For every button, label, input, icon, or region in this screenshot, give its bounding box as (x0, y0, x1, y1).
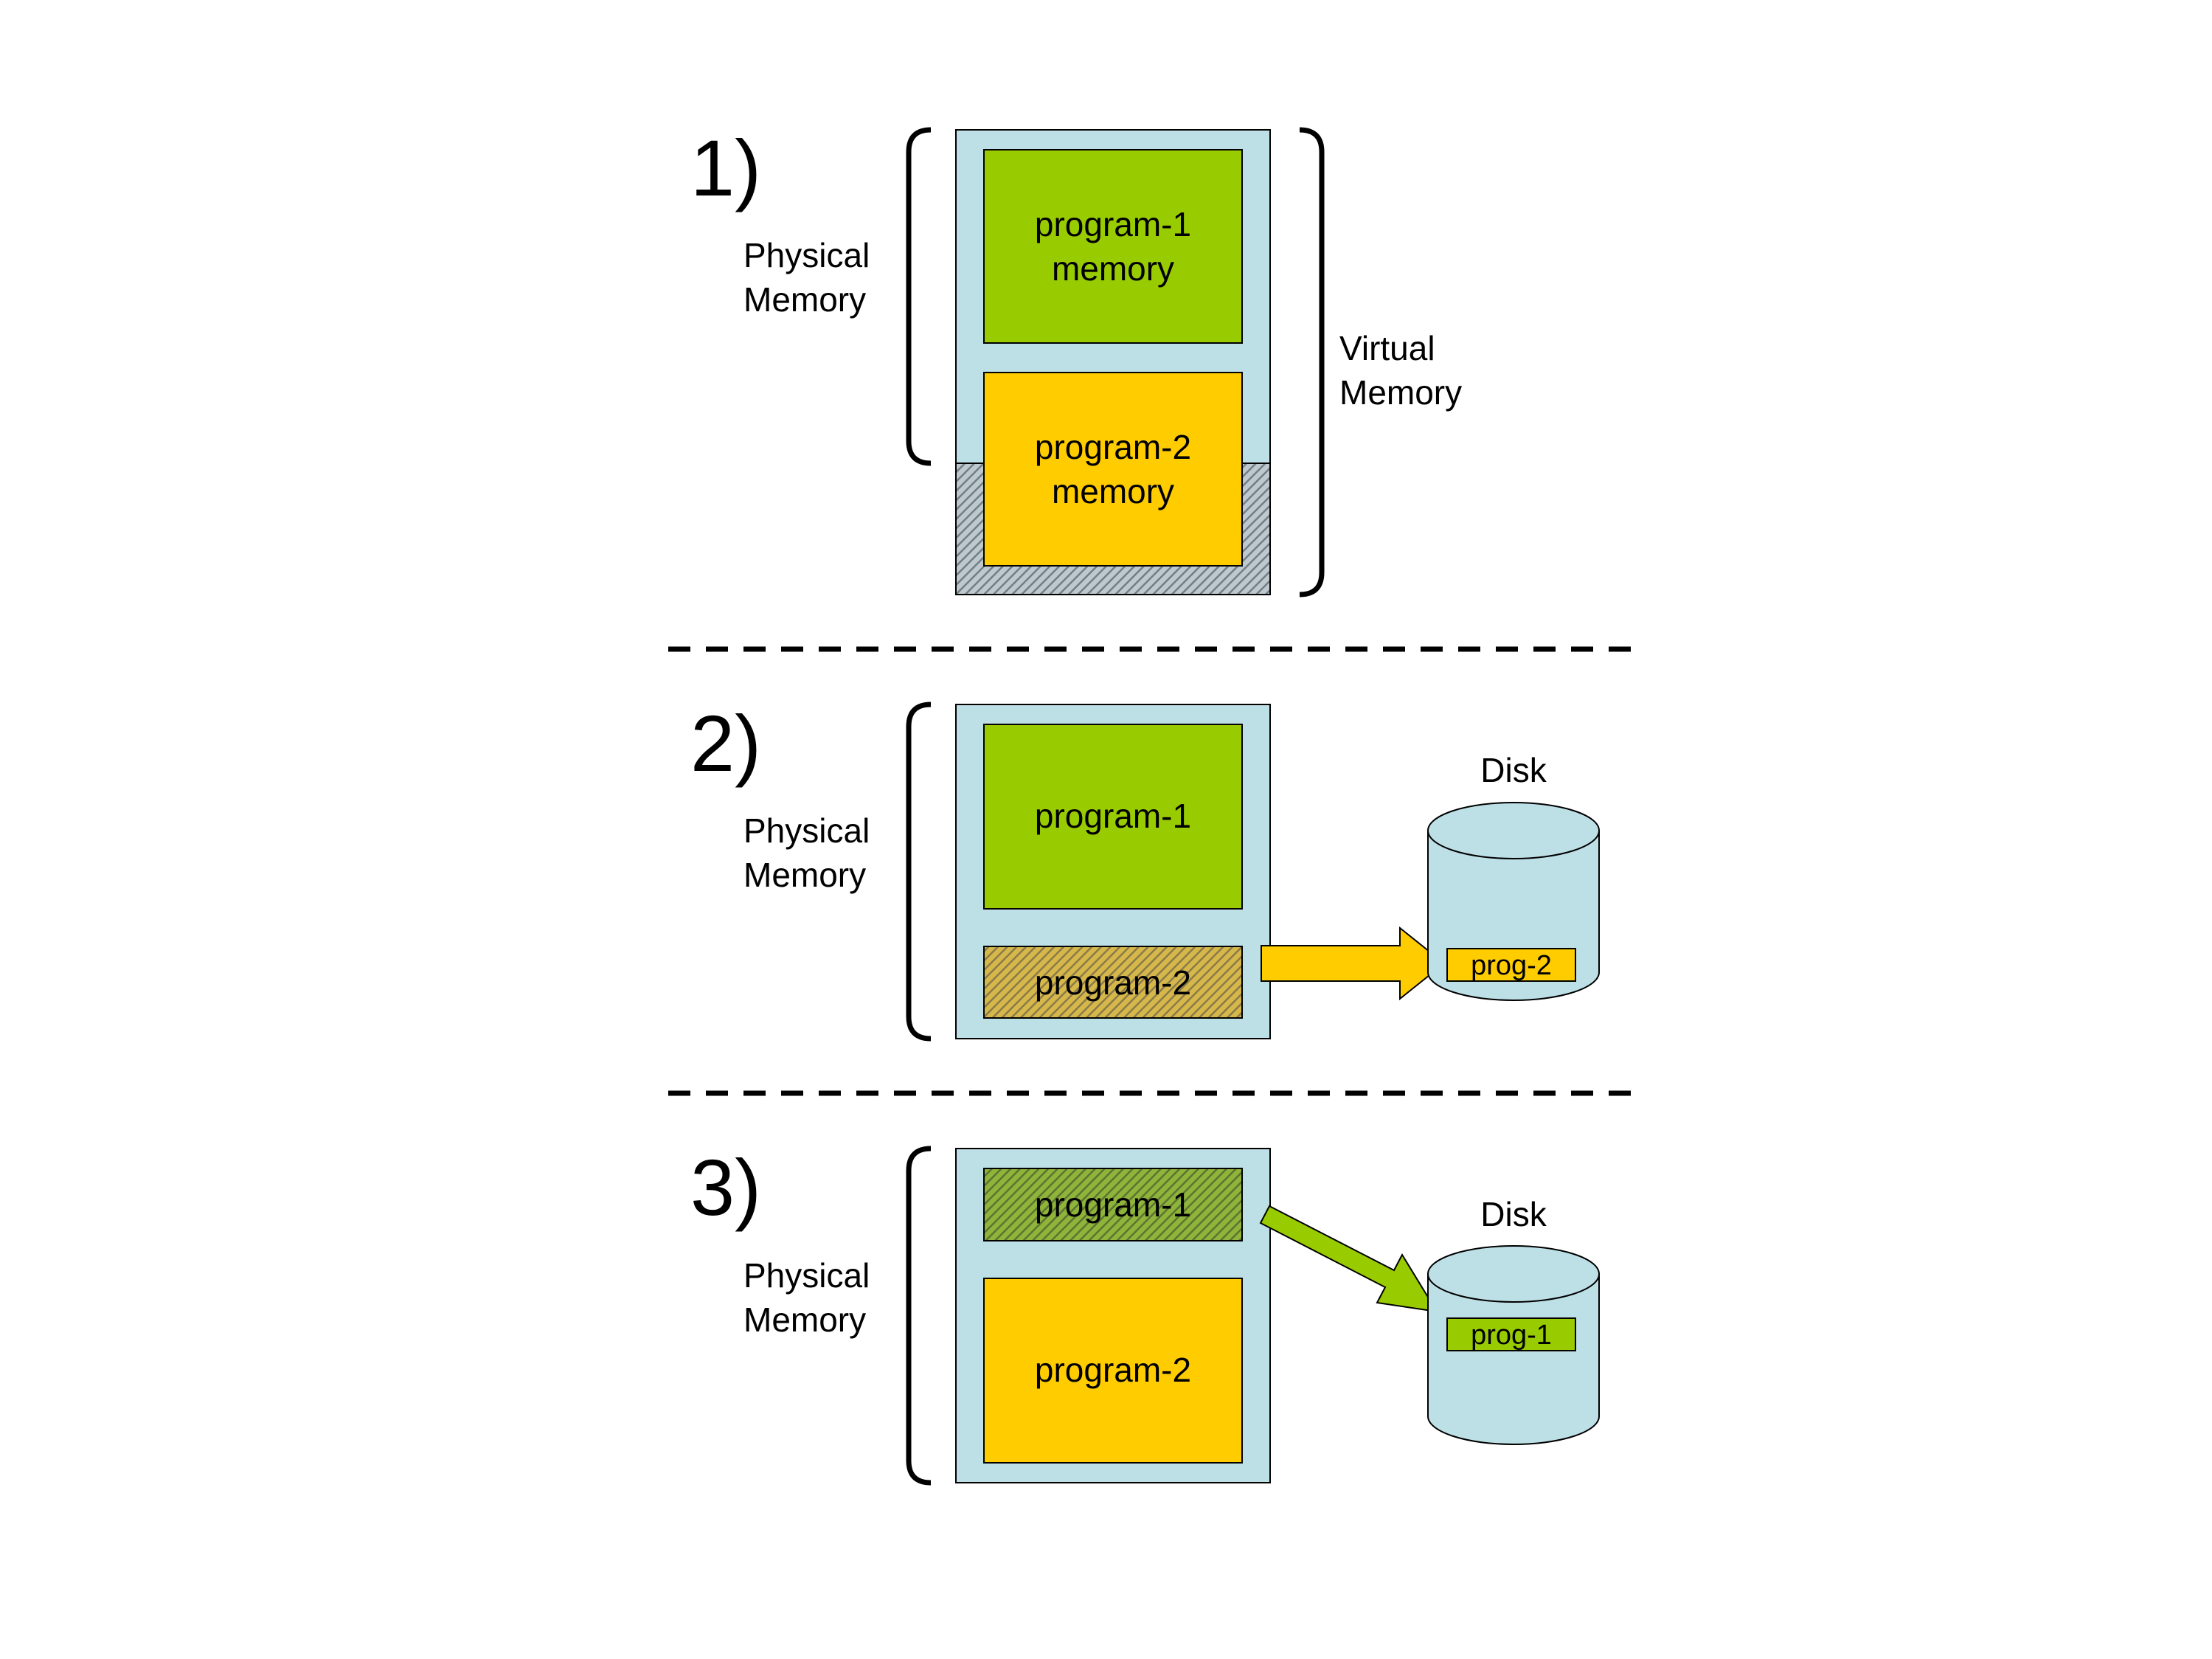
physical-memory-bracket-1 (906, 127, 932, 466)
program-1-label-3: program-1 (1035, 1185, 1191, 1224)
physical-memory-label-2-line-2: Memory (743, 856, 866, 894)
step-label-3: 3) (690, 1143, 761, 1232)
program-2-label-1-line-2: memory (1052, 472, 1174, 510)
program-2-label-2: program-2 (1035, 963, 1191, 1002)
physical-memory-label-3-line-2: Memory (743, 1300, 866, 1339)
virtual-memory-bracket (1299, 127, 1325, 598)
physical-memory-bracket-2 (906, 702, 932, 1042)
disk-label-3: Disk (1480, 1195, 1547, 1233)
disk-cylinder-icon-3 (1427, 1245, 1600, 1445)
physical-memory-label-1-line-2: Memory (743, 280, 866, 319)
physical-memory-label-2-line-1: Physical (743, 811, 870, 850)
program-1-memory-block-1 (983, 149, 1243, 344)
disk-label-2: Disk (1480, 751, 1547, 789)
step-label-1: 1) (690, 123, 761, 212)
program-1-label-1-line-2: memory (1052, 249, 1174, 288)
disk-slot-prog-2 (1446, 948, 1576, 982)
physical-memory-label-1-line-1: Physical (743, 236, 870, 274)
panel-3: 3) Physical Memory program-1 program-2 D… (690, 1143, 1600, 1486)
step-label-2: 2) (690, 699, 761, 788)
program-2-swapped-block (983, 946, 1243, 1019)
program-1-label-2: program-1 (1035, 797, 1191, 835)
down-right-arrow-icon (1259, 1205, 1438, 1313)
virtual-memory-label-line-1: Virtual (1339, 329, 1435, 367)
program-2-label-3: program-2 (1035, 1351, 1191, 1389)
program-1-swapped-block (983, 1168, 1243, 1241)
disk-slot-prog-1 (1446, 1317, 1576, 1351)
program-1-label-1-line-1: program-1 (1035, 205, 1191, 243)
physical-memory-label-3-line-1: Physical (743, 1256, 870, 1295)
disk-slot-label-3: prog-1 (1471, 1320, 1552, 1351)
panel-2: 2) Physical Memory program-1 program-2 D… (690, 699, 1600, 1042)
physical-memory-bracket-3 (906, 1146, 932, 1486)
disk-slot-label-2: prog-2 (1471, 950, 1552, 981)
program-1-memory-block-2 (983, 724, 1243, 910)
panel-1: 1) Physical Memory program-1 memory prog… (690, 123, 1462, 598)
right-arrow-icon (1261, 926, 1446, 1001)
program-2-memory-block-1 (983, 372, 1243, 567)
program-2-label-1-line-1: program-2 (1035, 428, 1191, 466)
virtual-memory-label-line-2: Memory (1339, 373, 1462, 412)
program-2-memory-block-3 (983, 1278, 1243, 1464)
